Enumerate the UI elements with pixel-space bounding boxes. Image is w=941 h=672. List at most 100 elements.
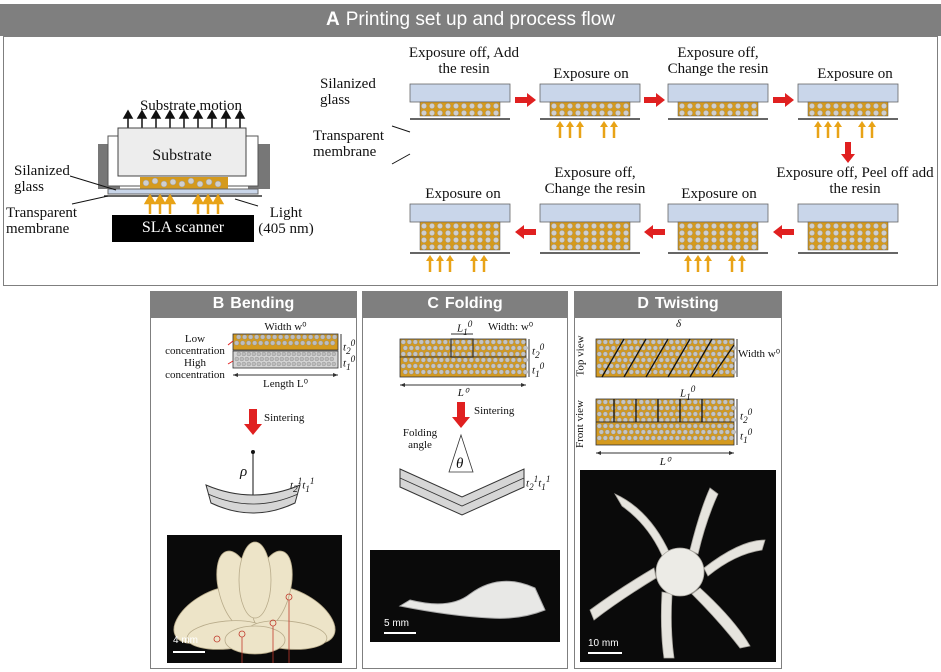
flow-cell-7-glass <box>539 203 641 223</box>
flow-cell-1-glass <box>409 83 511 103</box>
process-flow-diagram <box>391 83 899 272</box>
bending-rho-label: ρ <box>240 464 248 480</box>
bending-low-label: Low concentration <box>165 333 225 357</box>
bending-width-label: Width w⁰ <box>264 321 307 333</box>
folding-sintering-arrow <box>457 402 465 418</box>
bending-schematic <box>205 333 342 514</box>
flow-cell-8-light-arrow-2 <box>436 255 444 261</box>
bending-sintering-label: Sintering <box>264 412 305 424</box>
setup-light-arrows <box>143 193 224 216</box>
flow-step-7-label: Exposure off, Change the resin <box>544 165 646 197</box>
setup-glass <box>107 188 259 195</box>
folding-sintering-label: Sintering <box>474 405 515 417</box>
flow-cell-4-glass <box>797 83 899 103</box>
twisting-l1-label: L10 <box>680 384 696 402</box>
flow-cell-6-light-arrow-4 <box>728 255 736 261</box>
flow-arrow-3-4 <box>773 97 785 103</box>
flow-cell-2-light-arrow-2 <box>566 121 574 127</box>
lotus-photo: 4 mm <box>167 535 342 663</box>
flow-cell-8-light-arrow-1 <box>426 255 434 261</box>
twisting-schematic <box>595 338 738 455</box>
flow-step-6-label: Exposure on <box>681 186 757 202</box>
flow-arrow-2-3 <box>644 97 656 103</box>
panel-c-title: Folding <box>444 295 503 312</box>
label-substrate-motion: Substrate motion <box>139 98 243 114</box>
panel-a-title: Printing set up and process flow <box>345 9 616 30</box>
folded-scale-bar <box>384 632 416 634</box>
flow-cell-4-light-arrow-3 <box>834 121 842 127</box>
flow-cell-8-light-arrow-3 <box>446 255 454 261</box>
substrate-block <box>117 127 247 177</box>
folding-schematic <box>399 333 530 516</box>
flow-cell-4-light-arrow-1 <box>814 121 822 127</box>
twisting-length-label: L⁰ <box>659 456 671 468</box>
folding-length-label: L⁰ <box>457 387 469 399</box>
flow-step-3-label: Exposure off, Change the resin <box>667 45 769 77</box>
folding-angle-label: Folding angle <box>402 427 438 451</box>
flow-cell-6-light-arrow-2 <box>694 255 702 261</box>
bending-t1-label: t10 <box>343 354 356 372</box>
label-silanized-glass-setup: Silanized glass <box>14 163 70 195</box>
flow-cell-6-glass <box>667 203 769 223</box>
label-transparent-membrane-setup: Transparent membrane <box>6 205 78 237</box>
twisting-t2-label: t20 <box>740 407 753 425</box>
folded-scale-text: 5 mm <box>384 618 409 629</box>
panel-d-letter: D <box>637 295 649 312</box>
flow-step-5-label: Exposure off, Peel off add the resin <box>776 165 934 197</box>
flow-cell-4-light-arrow-2 <box>824 121 832 127</box>
twisted-scale-bar <box>588 652 622 654</box>
folding-v-shape <box>399 468 525 516</box>
folded-sample-photo: 5 mm <box>370 550 560 642</box>
twisted-star-photo: 10 mm <box>580 470 776 662</box>
flow-step-4-label: Exposure on <box>817 66 893 82</box>
flow-cell-2-light-arrow-3 <box>576 121 584 127</box>
panel-c-header: C Folding <box>362 291 568 317</box>
flow-cell-8-glass <box>409 203 511 223</box>
label-substrate: Substrate <box>152 147 212 164</box>
twisting-width-label: Width w⁰ <box>738 348 781 360</box>
flow-cell-2-glass <box>539 83 641 103</box>
twisting-t1-label: t10 <box>740 427 753 445</box>
flow-cell-6-light-arrow-3 <box>704 255 712 261</box>
flow-cell-2-light-arrow-4 <box>600 121 608 127</box>
flow-cell-6-light-arrow-5 <box>738 255 746 261</box>
label-transparent-membrane-flow: Transparent membrane <box>313 128 385 160</box>
lotus-scale-text: 4 mm <box>173 635 198 646</box>
folding-l1-label: L10 <box>457 319 473 337</box>
panel-b-letter: B <box>212 295 225 312</box>
lotus-scale-bar <box>173 651 205 653</box>
flow-cell-8-light-arrow-4 <box>470 255 478 261</box>
flow-cell-8-light-arrow-5 <box>480 255 488 261</box>
flow-arrow-6-7 <box>653 229 665 235</box>
folding-t-after-label: t21t11 <box>526 474 551 492</box>
folding-t2-label: t20 <box>532 342 545 360</box>
flow-cell-4-light-arrow-4 <box>858 121 866 127</box>
setup-schematic <box>69 109 270 242</box>
panel-d-title: Twisting <box>654 295 719 312</box>
flow-arrow-4-5 <box>845 142 851 154</box>
flow-cell-4-light-arrow-5 <box>868 121 876 127</box>
bending-curved-beam <box>205 484 301 514</box>
sla-scanner-box <box>112 215 254 242</box>
bending-t2-label: t20 <box>343 338 356 356</box>
bending-sintering-arrow <box>249 409 257 425</box>
flow-cell-2-light-arrow-1 <box>556 121 564 127</box>
twisting-front-view-label: Front view <box>573 400 586 448</box>
flow-arrow-7-8 <box>524 229 536 235</box>
flow-cell-2-light-arrow-5 <box>610 121 618 127</box>
folding-theta-label: θ <box>456 456 464 472</box>
panel-c-letter: C <box>427 295 439 312</box>
bending-length-label: Length L⁰ <box>262 378 309 390</box>
panel-b-title: Bending <box>230 295 295 312</box>
folding-width-label: Width: w⁰ <box>488 321 534 333</box>
panel-d-header: D Twisting <box>574 291 782 317</box>
flow-arrow-5-6 <box>782 229 794 235</box>
twisting-delta-label: δ <box>676 318 682 330</box>
flow-cell-5-glass <box>797 203 899 223</box>
twisting-top-view-label: Top view <box>574 335 587 377</box>
twisted-scale-text: 10 mm <box>588 638 619 649</box>
label-sla-scanner: SLA scanner <box>141 219 225 236</box>
flow-arrow-1-2 <box>515 97 527 103</box>
flow-step-2-label: Exposure on <box>553 66 629 82</box>
